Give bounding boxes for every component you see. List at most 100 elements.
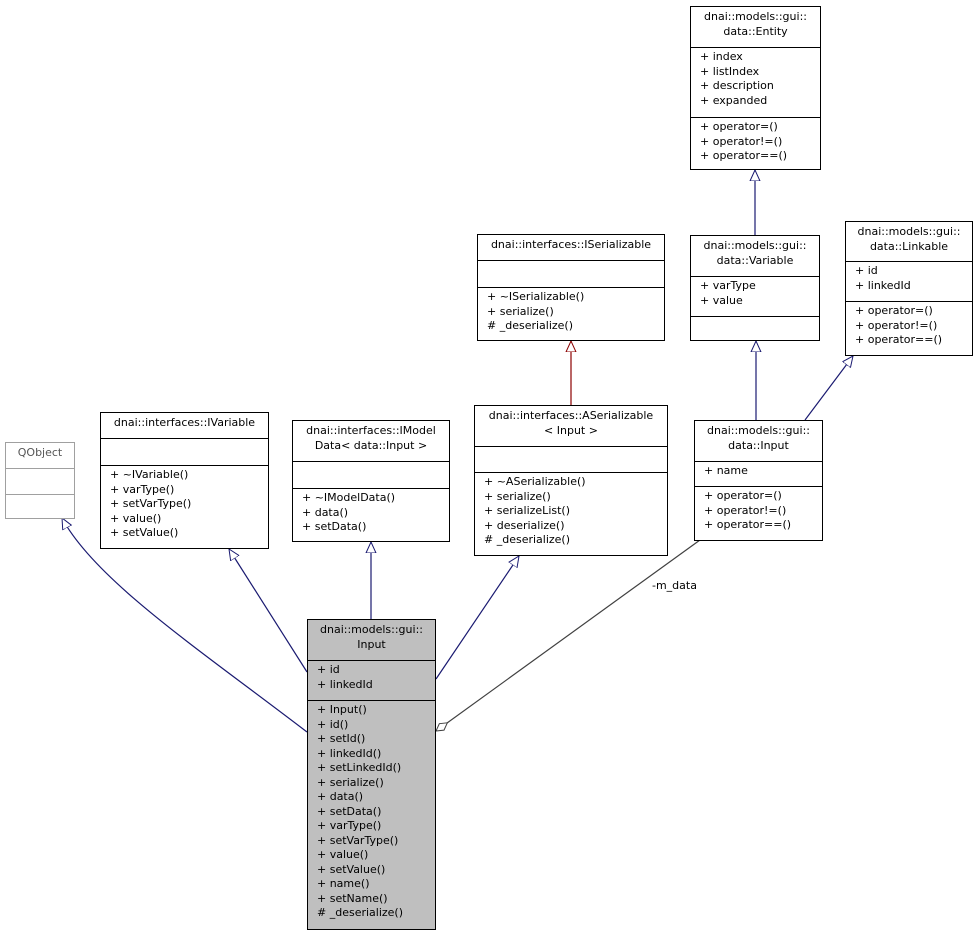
class-member: + operator==() [704,518,792,531]
class-title-line: data::Entity [723,24,788,38]
class-member: + linkedId [317,677,373,691]
edge-label-m-data: -m_data [652,579,697,592]
class-title-line: QObject [17,446,63,459]
class-member: + value() [317,848,369,861]
class-member: + setName() [317,891,388,905]
class-member: + operator=() [700,120,778,133]
class-ivariable-title: dnai::interfaces::IVariable [101,413,268,438]
class-member: + setLinkedId() [317,761,402,774]
class-qobject-title: QObject [6,443,74,468]
class-member: + description [700,79,774,92]
class-title-line: data::Variable [716,253,794,267]
class-member: + operator!=() [704,503,787,517]
class-member: + serializeList() [484,504,570,517]
class-gui-input[interactable]: dnai::models::gui::Input + id+ linkedId … [307,619,436,930]
class-data-input-attributes: + name [695,461,822,486]
class-entity-title: dnai::models::gui::data::Entity [691,7,820,47]
class-member: + ~ISerializable() [487,290,585,303]
class-qobject-attributes [6,468,74,494]
class-member: + id() [317,717,349,731]
class-iserializable-attributes [478,260,664,287]
class-entity-operations: + operator=()+ operator!=()+ operator==(… [691,117,820,164]
class-title-line: dnai::interfaces::ISerializable [490,238,652,251]
class-member: + serialize() [487,304,554,318]
edge-qobject-inheritance [62,518,308,733]
class-member: + setVarType() [317,833,399,847]
class-title-line: dnai::interfaces::IVariable [113,416,256,429]
class-title-line: dnai::models::gui:: [857,225,961,238]
class-member: + setData() [317,804,382,818]
class-member: + operator!=() [700,134,783,148]
edge-aserializable-inheritance [435,556,519,680]
class-title-line: < Input > [544,423,598,437]
class-imodeldata-attributes [293,461,449,488]
class-member: # _deserialize() [484,533,571,546]
class-title-line: dnai::models::gui:: [704,10,807,23]
class-member: # _deserialize() [487,319,574,332]
class-ivariable[interactable]: dnai::interfaces::IVariable + ~IVariable… [100,412,269,549]
class-qobject-operations [6,494,74,518]
edge-linkable-inheritance [804,356,853,421]
class-title-line: dnai::interfaces::IModel [306,424,436,437]
edge-ivariable-inheritance [229,549,308,673]
class-member: + id [855,264,878,277]
class-gui-input-attributes: + id+ linkedId [308,660,435,700]
class-variable-operations [691,316,819,317]
class-iserializable-title: dnai::interfaces::ISerializable [478,235,664,260]
class-gui-input-title: dnai::models::gui::Input [308,620,435,660]
class-member: + index [700,50,743,63]
class-member: + linkedId() [317,746,382,760]
class-entity[interactable]: dnai::models::gui::data::Entity + index+… [690,6,821,170]
class-linkable-operations: + operator=()+ operator!=()+ operator==(… [846,301,972,348]
class-title-line: dnai::models::gui:: [703,239,807,252]
class-iserializable[interactable]: dnai::interfaces::ISerializable + ~ISeri… [477,234,665,341]
class-ivariable-attributes [101,438,268,465]
class-data-input-operations: + operator=()+ operator!=()+ operator==(… [695,486,822,533]
class-ivariable-operations: + ~IVariable()+ varType()+ setVarType()+… [101,465,268,541]
class-qobject[interactable]: QObject [5,442,75,519]
class-title-line: Data< data::Input > [314,438,428,452]
class-data-input[interactable]: dnai::models::gui::data::Input + name + … [694,420,823,541]
class-member: + operator==() [700,149,788,162]
class-member: + name [704,464,748,477]
class-member: + ~IModelData() [302,491,396,504]
class-member: + setData() [302,520,367,533]
edge-m-data-aggregation [435,539,701,732]
class-member: + operator!=() [855,318,938,332]
class-title-line: dnai::models::gui:: [707,424,810,437]
class-title-line: data::Input [728,438,789,452]
class-member: + setValue() [317,862,386,876]
class-aserializable[interactable]: dnai::interfaces::ASerializable< Input >… [474,405,668,556]
class-member: + deserialize() [484,518,565,532]
class-member: + ~ASerializable() [484,475,586,488]
class-gui-input-operations: + Input()+ id()+ setId()+ linkedId()+ se… [308,700,435,921]
class-member: + data() [302,505,349,519]
class-member: + varType() [317,819,382,832]
class-member: + ~IVariable() [110,468,189,481]
class-member: + operator=() [855,304,933,317]
class-title-line: dnai::models::gui:: [320,623,423,636]
class-member: + serialize() [484,489,551,503]
class-linkable-title: dnai::models::gui::data::Linkable [846,222,972,261]
class-member: + operator==() [855,333,943,346]
class-linkable[interactable]: dnai::models::gui::data::Linkable + id+ … [845,221,973,356]
class-variable[interactable]: dnai::models::gui::data::Variable + varT… [690,235,820,341]
class-member: + listIndex [700,64,760,78]
class-member: + data() [317,790,364,803]
class-title-line: dnai::interfaces::ASerializable [488,409,654,422]
class-member: + linkedId [855,278,911,292]
class-variable-attributes: + varType+ value [691,276,819,316]
class-imodeldata-operations: + ~IModelData()+ data()+ setData() [293,488,449,535]
class-aserializable-title: dnai::interfaces::ASerializable< Input > [475,406,667,446]
class-member: + value [700,293,743,307]
class-linkable-attributes: + id+ linkedId [846,261,972,301]
class-entity-attributes: + index+ listIndex+ description+ expande… [691,47,820,117]
class-variable-title: dnai::models::gui::data::Variable [691,236,819,276]
class-member: + varType [700,279,756,292]
class-member: + value() [110,511,162,525]
class-aserializable-attributes [475,446,667,472]
class-title-line: data::Linkable [869,239,949,253]
